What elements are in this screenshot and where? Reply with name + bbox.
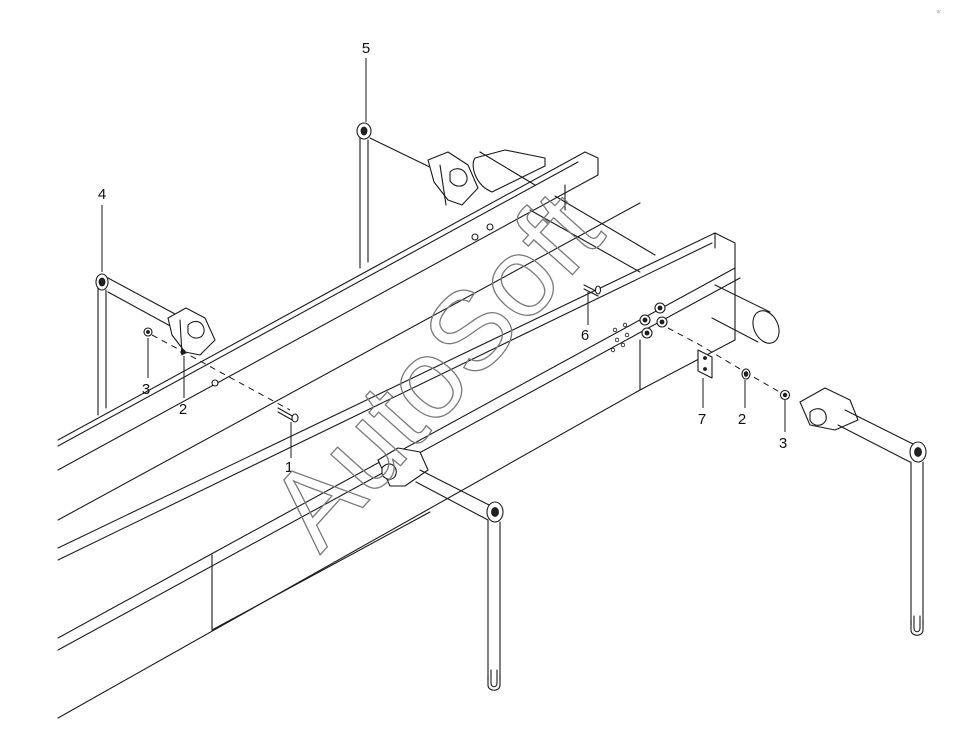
hitch-bar-rear [356, 122, 441, 269]
hitch-bar-center [377, 447, 504, 691]
callout-4: 4 [98, 186, 106, 203]
bolt-part-6 [583, 284, 602, 297]
hitch-bar-left [95, 273, 191, 416]
plate-part-7 [697, 349, 713, 379]
mount-bracket-left [167, 307, 216, 356]
main-frame-beam [57, 151, 741, 719]
nut-part-3-left [143, 327, 153, 337]
cross-tube-upper [472, 149, 656, 273]
u-bolt-nuts [610, 302, 791, 399]
callout-5: 5 [362, 40, 370, 57]
corner-mark: a- [936, 8, 944, 16]
mount-bracket-rear [427, 151, 479, 206]
watermark-text: AutoSoft [245, 168, 625, 571]
callout-3-left: 3 [142, 381, 150, 398]
callout-1: 1 [285, 459, 293, 476]
nut-part-3-right [779, 389, 791, 401]
hitch-bar-right [799, 387, 927, 636]
callout-2-right: 2 [738, 411, 746, 428]
callout-2-left: 2 [179, 401, 187, 418]
callout-leaders [101, 58, 786, 458]
washer-part-2-right [741, 368, 751, 380]
bolt-part-1 [151, 223, 494, 423]
callout-6: 6 [581, 327, 589, 344]
callout-3-right: 3 [779, 435, 787, 452]
callout-7: 7 [698, 411, 706, 428]
cross-tube-lower [711, 284, 780, 344]
